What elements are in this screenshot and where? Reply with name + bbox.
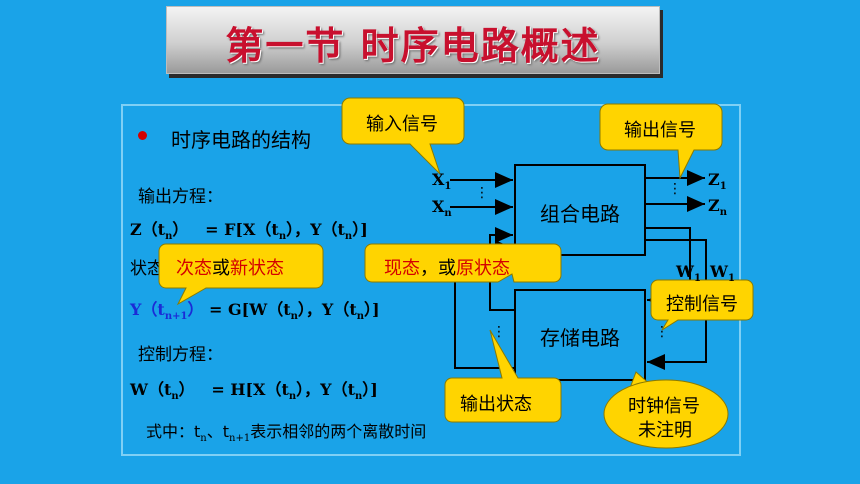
callout-next-state-shape — [158, 243, 324, 306]
note-text: 式中：tn、tn+1表示相邻的两个离散时间 — [146, 422, 427, 445]
storage-block — [514, 289, 646, 381]
svg-text:⋮: ⋮ — [492, 324, 506, 340]
output-equation: Z（tn） = F[X（tn），Y（tn）] — [130, 220, 368, 243]
callout-present-state-text: 现态，或原状态 — [384, 258, 510, 279]
title-bar: 第一节 时序电路概述 — [166, 6, 660, 74]
signal-x1: X1 — [432, 170, 452, 193]
signal-zn: Zn — [708, 196, 727, 219]
signal-xn: Xn — [432, 197, 452, 220]
callout-output-shape — [599, 103, 723, 180]
svg-text:⋮: ⋮ — [668, 181, 682, 197]
signal-z1: Z1 — [708, 170, 727, 193]
output-equation-label: 输出方程： — [138, 187, 223, 207]
state-equation: Y（tn+1） = G[W（tn），Y（tn）] — [130, 300, 380, 323]
section-heading: 时序电路的结构 — [171, 128, 311, 152]
signal-w2: W1 — [710, 262, 735, 285]
callout-clock-text-2: 未注明 — [638, 420, 692, 441]
control-equation-label: 控制方程： — [138, 345, 223, 365]
control-equation: W（tn） = H[X（tn），Y（tn）] — [130, 380, 378, 403]
callout-input-text: 输入信号 — [366, 114, 438, 135]
svg-text:⋮: ⋮ — [475, 185, 489, 201]
storage-label: 存储电路 — [540, 326, 620, 350]
callout-control-text: 控制信号 — [666, 294, 738, 315]
signal-w1: W1 — [676, 262, 701, 285]
combinational-label: 组合电路 — [540, 202, 620, 226]
callout-output-text: 输出信号 — [624, 120, 696, 141]
callout-out-state-text: 输出状态 — [460, 394, 532, 415]
callout-out-state-shape — [444, 329, 562, 423]
callout-clock-ellipse — [603, 379, 729, 449]
callout-control-shape — [650, 279, 754, 331]
callout-input-shape — [341, 97, 465, 175]
callout-present-state-shape — [364, 243, 562, 283]
combinational-block — [514, 164, 646, 256]
bullet-icon — [138, 131, 147, 140]
callout-clock-text-1: 时钟信号 — [628, 396, 700, 417]
callout-next-state-text: 次态或新状态 — [176, 258, 284, 279]
state-equation-label: 状态 — [130, 259, 164, 279]
page-title: 第一节 时序电路概述 — [225, 24, 601, 68]
